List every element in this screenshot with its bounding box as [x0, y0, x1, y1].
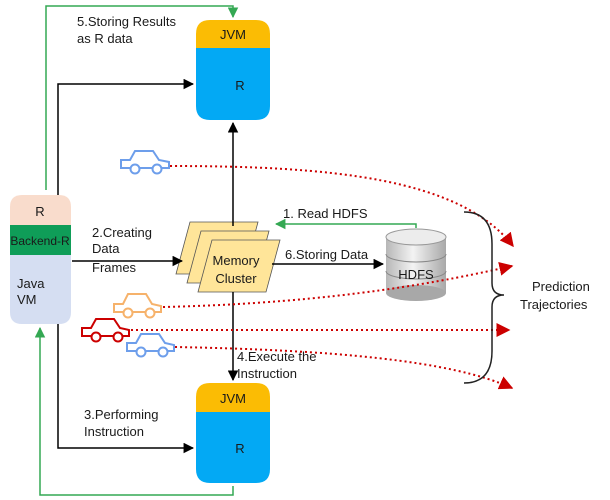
backend-r-box	[10, 225, 71, 255]
step1-label: 1. Read HDFS	[283, 206, 368, 221]
client-r-label: R	[35, 204, 44, 219]
hdfs-band-2	[385, 270, 447, 280]
backend-r-label: Backend-R	[10, 234, 70, 248]
arrow-bottom-r-to-client	[34, 326, 234, 496]
step2-label-2: Data	[92, 241, 120, 256]
hdfs-cylinder: HDFS	[385, 228, 447, 301]
hdfs-label: HDFS	[398, 267, 434, 282]
car-icon-red	[81, 318, 130, 343]
java-vm-label-2: VM	[17, 292, 37, 307]
arrow-client-to-top-r	[57, 78, 195, 195]
hdfs-bottom	[386, 285, 446, 301]
step6-label: 6.Storing Data	[285, 247, 369, 262]
step5-label-2: as R data	[77, 31, 133, 46]
arrow-step1-read-hdfs	[274, 218, 417, 230]
car-icon-blue-top	[120, 150, 170, 175]
hdfs-body	[386, 237, 446, 293]
memory-cluster: Memory Cluster	[175, 221, 281, 293]
bottom-jvm-label: JVM	[220, 391, 246, 406]
memory-label-2: Cluster	[215, 271, 257, 286]
bottom-r-node: JVM R	[196, 383, 270, 483]
top-r-box	[196, 48, 270, 120]
java-vm-label-1: Java	[17, 276, 45, 291]
bottom-jvm-box	[196, 383, 270, 412]
step2-label-1: 2.Creating	[92, 225, 152, 240]
step3-label-2: Instruction	[84, 424, 144, 439]
step3-label-1: 3.Performing	[84, 407, 158, 422]
prediction-label-1: Prediction	[532, 279, 590, 294]
prediction-brace	[463, 211, 505, 384]
prediction-label-2: Trajectories	[520, 297, 588, 312]
trajectory-orange	[162, 261, 514, 308]
step4-label-2: Instruction	[237, 366, 297, 381]
trajectory-bottom	[174, 346, 514, 390]
arrow-step3-performing	[57, 324, 195, 454]
memory-label-1: Memory	[213, 253, 260, 268]
java-vm-box	[10, 255, 71, 324]
car-icon-orange	[113, 293, 162, 319]
client-node: R Backend-R Java VM	[10, 195, 71, 324]
client-r-box	[10, 195, 71, 225]
hdfs-band-1	[385, 253, 447, 263]
bottom-r-box	[196, 412, 270, 483]
bottom-r-label: R	[235, 441, 244, 456]
memory-layer-front	[197, 239, 281, 293]
arrow-step5-store-results	[45, 5, 239, 190]
top-jvm-label: JVM	[220, 27, 246, 42]
step2-label-3: Frames	[92, 260, 137, 275]
top-jvm-box	[196, 20, 270, 48]
step5-label-1: 5.Storing Results	[77, 14, 176, 29]
top-r-label: R	[235, 78, 244, 93]
car-icon-blue-bottom	[126, 333, 175, 358]
step4-label-1: 4.Execute the	[237, 349, 317, 364]
hdfs-top	[385, 228, 447, 246]
top-r-node: JVM R	[196, 20, 270, 120]
